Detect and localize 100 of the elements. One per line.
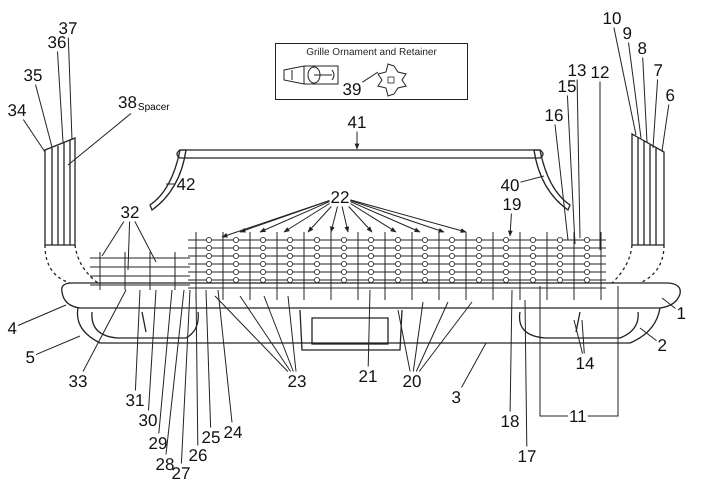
leader-line xyxy=(642,57,648,142)
callout-number: 3 xyxy=(452,388,461,406)
leader-line xyxy=(368,290,370,367)
callout-number: 30 xyxy=(138,412,158,428)
leader-line xyxy=(264,296,294,372)
leader-line xyxy=(662,104,670,152)
callout-number: 9 xyxy=(622,24,632,42)
callout-number: 21 xyxy=(358,368,378,384)
callout-number: 4 xyxy=(8,320,17,336)
callout-number: 1 xyxy=(676,304,686,322)
leader-line xyxy=(566,95,576,244)
leader-line xyxy=(350,201,421,232)
leader-line xyxy=(240,296,292,372)
callout-number: 40 xyxy=(500,176,520,194)
leader-line xyxy=(524,300,528,447)
callout-number: 22 xyxy=(330,188,350,206)
leader-line xyxy=(652,79,658,148)
leader-line xyxy=(554,124,568,240)
leader-line xyxy=(68,37,72,140)
callout-number: 5 xyxy=(26,348,35,366)
leader-line xyxy=(461,342,486,388)
leader-line xyxy=(206,290,212,428)
callout-number: 36 xyxy=(48,34,66,50)
leader-line xyxy=(196,290,198,446)
leader-line xyxy=(128,221,130,270)
leader-line xyxy=(166,290,184,455)
leader-line xyxy=(412,302,424,372)
callout-number: 37 xyxy=(58,20,78,36)
callout-number: 20 xyxy=(402,372,422,390)
leader-line xyxy=(134,221,156,262)
leader-line xyxy=(350,203,396,232)
callout-number: 41 xyxy=(348,114,366,130)
leader-line xyxy=(582,320,585,354)
leader-line xyxy=(508,213,513,237)
leader-line xyxy=(510,290,512,412)
callout-number: 28 xyxy=(156,456,174,472)
leader-line xyxy=(308,206,332,232)
callout-number: 2 xyxy=(658,336,667,354)
leader-line xyxy=(418,302,472,372)
leader-line xyxy=(284,203,330,232)
part-label: Spacer xyxy=(138,102,170,112)
leader-line xyxy=(662,298,676,309)
leader-line xyxy=(102,221,124,256)
callout-number: 39 xyxy=(342,80,362,98)
callout-number: 35 xyxy=(24,66,42,84)
leader-line xyxy=(259,201,330,232)
leader-line xyxy=(239,200,330,232)
callout-number: 6 xyxy=(666,86,675,104)
leader-line xyxy=(218,290,232,423)
callout-number: 17 xyxy=(518,448,536,464)
callout-number: 13 xyxy=(568,62,586,78)
callout-number: 38 xyxy=(118,94,137,110)
leader-line xyxy=(354,131,360,150)
leader-line xyxy=(68,113,132,166)
inset-panel xyxy=(275,43,468,100)
callout-number: 42 xyxy=(176,176,196,192)
leader-line xyxy=(221,200,330,238)
callout-number: 32 xyxy=(120,204,140,220)
leader-line xyxy=(288,296,296,372)
callout-number: 8 xyxy=(638,40,647,56)
leader-line xyxy=(180,290,190,464)
callout-number: 16 xyxy=(544,106,564,124)
callout-number: 29 xyxy=(148,434,168,452)
leader-line xyxy=(574,320,583,354)
leader-line xyxy=(57,51,64,142)
leader-line xyxy=(330,206,338,233)
leader-line xyxy=(362,72,378,83)
callout-number: 10 xyxy=(602,10,622,26)
leader-line xyxy=(520,176,544,183)
leader-line xyxy=(158,290,172,434)
leader-line xyxy=(148,290,156,411)
leader-line xyxy=(587,286,618,416)
callout-number: 33 xyxy=(68,372,88,390)
leader-line xyxy=(350,200,445,233)
callout-number: 34 xyxy=(8,102,26,118)
leader-line xyxy=(613,27,636,136)
callout-number: 11 xyxy=(569,408,587,424)
leader-line xyxy=(398,310,411,372)
callout-number: 7 xyxy=(654,62,663,78)
callout-number: 31 xyxy=(126,392,144,408)
callout-number: 26 xyxy=(188,446,208,464)
leader-line xyxy=(576,79,580,238)
callout-number: 25 xyxy=(202,428,220,446)
leader-line xyxy=(214,296,288,372)
leader-line xyxy=(350,199,467,233)
leader-line xyxy=(348,206,372,232)
leader-line xyxy=(35,84,52,148)
callout-number: 12 xyxy=(590,64,610,80)
callout-number: 19 xyxy=(502,196,522,212)
leader-line xyxy=(82,290,126,372)
leader-line xyxy=(540,286,568,416)
leader-line xyxy=(18,304,66,326)
leader-line xyxy=(22,119,46,152)
leader-line xyxy=(36,336,80,356)
callout-number: 24 xyxy=(224,424,242,440)
inset-title: Grille Ornament and Retainer xyxy=(305,47,438,58)
leader-line xyxy=(342,206,350,233)
callout-number: 15 xyxy=(558,78,576,94)
callout-number: 14 xyxy=(576,354,594,372)
callout-number: 23 xyxy=(288,372,306,390)
